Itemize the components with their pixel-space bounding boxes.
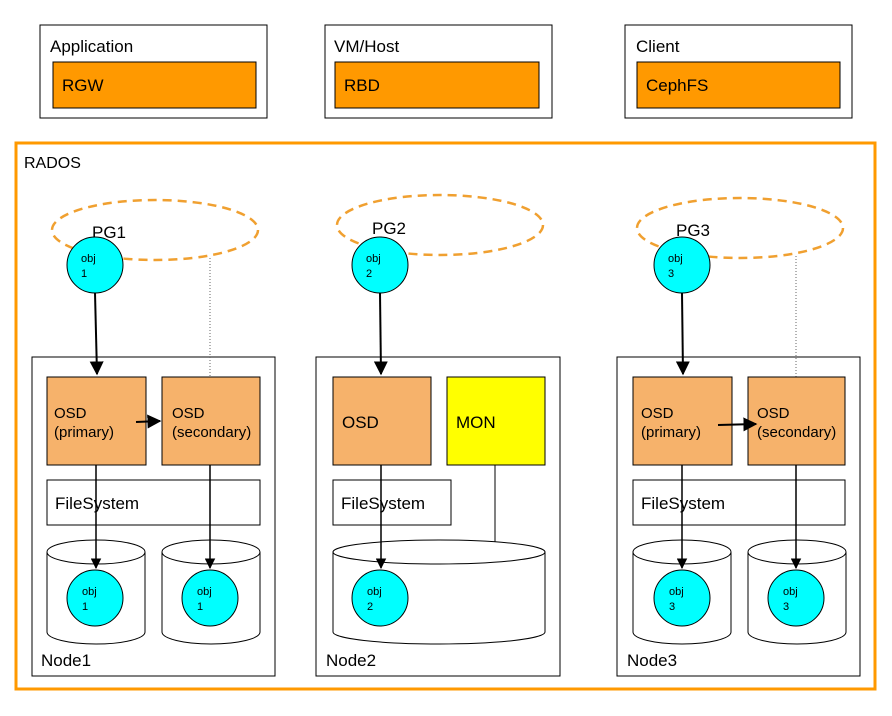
pg-object: obj 3 [653,236,711,294]
pg-object: obj 1 [66,236,124,294]
filesystem-box [332,479,452,526]
pg-ellipse [635,196,845,260]
svg-text:obj: obj [669,586,684,598]
service-label: RBD [344,76,380,95]
svg-text:(primary): (primary) [641,424,701,441]
svg-text:2: 2 [366,268,372,280]
replication-arrow [135,414,162,429]
osd-secondary-box [161,376,261,466]
svg-text:3: 3 [783,601,789,613]
node-label: Node1 [41,651,91,670]
pg-label: PG3 [676,221,710,240]
pg-ellipse [50,198,260,262]
filesystem-box [46,479,261,526]
svg-text:2: 2 [367,601,373,613]
svg-text:OSD: OSD [342,413,379,432]
disk-object: obj 1 [66,569,124,627]
client-label: Client [636,37,680,56]
service-box-cephfs [636,61,841,109]
svg-text:obj: obj [81,253,96,265]
svg-text:(secondary): (secondary) [757,424,836,441]
rados-label: RADOS [24,155,81,172]
svg-text:OSD: OSD [172,405,205,422]
mon-box [446,376,546,466]
svg-text:FileSystem: FileSystem [641,494,725,513]
service-box-rgw [52,61,257,109]
svg-text:obj: obj [668,253,683,265]
osd-primary-box [46,376,147,466]
client-label: VM/Host [334,37,399,56]
svg-text:1: 1 [81,268,87,280]
svg-text:FileSystem: FileSystem [55,494,139,513]
disk-object: obj 1 [181,569,239,627]
service-label: RGW [62,76,104,95]
osd-secondary-box [747,376,846,466]
svg-text:(secondary): (secondary) [172,424,251,441]
client-box-application: Application RGW [39,24,268,119]
service-label: CephFS [646,76,708,95]
client-label: Application [50,37,133,56]
svg-text:obj: obj [82,586,97,598]
node-label: Node2 [326,651,376,670]
pg-to-osd-arrow [675,292,690,376]
svg-text:OSD: OSD [757,405,790,422]
pg-to-osd-arrow [373,292,388,376]
disk-object: obj 3 [653,569,711,627]
pg-label: PG2 [372,219,406,238]
service-box-rbd [334,61,540,109]
filesystem-box [632,479,846,526]
pg-ellipse [335,193,545,257]
client-box-client: Client CephFS [624,24,853,119]
svg-text:obj: obj [197,586,212,598]
pg-to-osd-arrow [89,292,104,376]
svg-text:1: 1 [197,601,203,613]
rados-container [14,141,877,691]
pg-object: obj 2 [351,236,409,294]
osd-box [332,376,432,466]
svg-text:OSD: OSD [641,405,674,422]
svg-text:obj: obj [367,586,382,598]
svg-text:OSD: OSD [54,405,87,422]
disk-object: obj 3 [767,569,825,627]
svg-text:3: 3 [669,601,675,613]
svg-text:obj: obj [783,586,798,598]
osd-primary-box [632,376,733,466]
node-label: Node3 [627,651,677,670]
svg-text:1: 1 [82,601,88,613]
svg-text:FileSystem: FileSystem [341,494,425,513]
client-box-vmhost: VM/Host RBD [324,24,553,119]
svg-text:MON: MON [456,413,496,432]
svg-text:obj: obj [366,253,381,265]
svg-text:(primary): (primary) [54,424,114,441]
disk-object: obj 2 [351,569,409,627]
replication-arrow [717,417,758,432]
svg-text:3: 3 [668,268,674,280]
